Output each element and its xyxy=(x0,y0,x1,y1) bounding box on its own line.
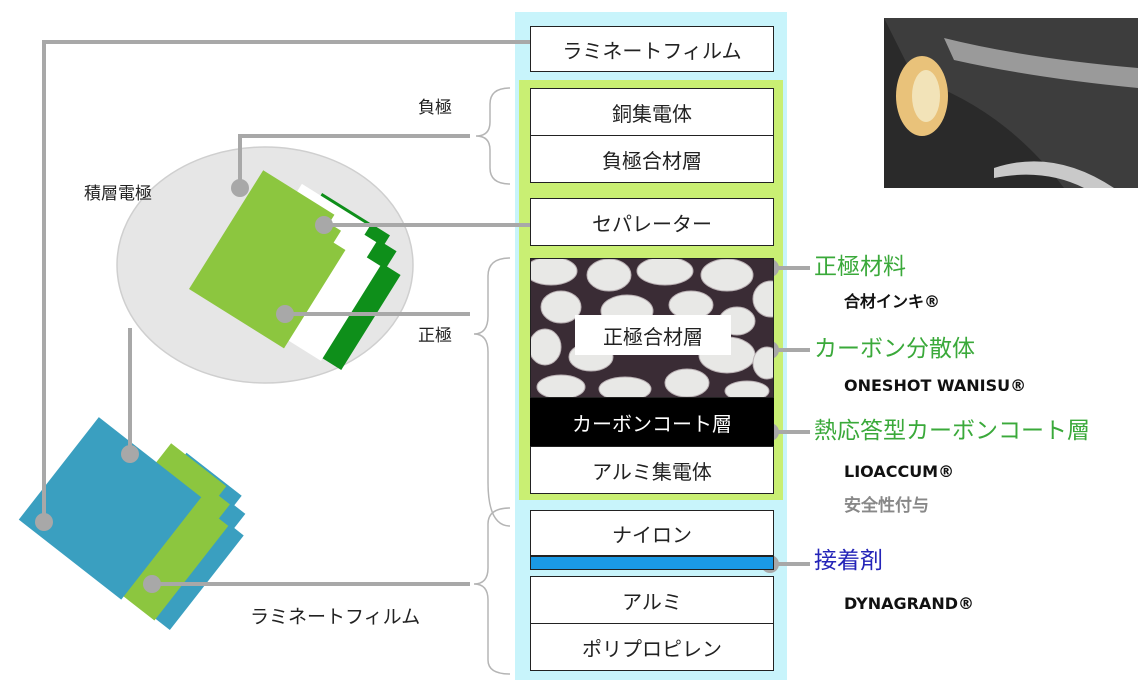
top-laminate-label: ラミネートフィルム xyxy=(562,38,742,63)
laminate-film-label: ラミネートフィルム xyxy=(250,606,421,628)
callout-adhesive-product: DYNAGRAND® xyxy=(844,594,974,613)
al-collector-box: アルミ集電体 xyxy=(530,446,774,494)
carbon-coat-label: カーボンコート層 xyxy=(572,411,732,436)
stacked-electrode-graphic xyxy=(189,170,401,370)
separator-box: セパレーター xyxy=(530,198,774,246)
nylon-box: ナイロン xyxy=(530,510,774,556)
aluminum-box: アルミ xyxy=(530,576,774,624)
nylon-label: ナイロン xyxy=(612,522,692,547)
copper-collector-label: 銅集電体 xyxy=(612,101,692,126)
adhesive-bar xyxy=(530,556,774,570)
neg-material-label: 負極合材層 xyxy=(602,148,702,173)
electrode-roll-photo xyxy=(884,18,1138,188)
aluminum-label: アルミ xyxy=(622,589,682,614)
callout-thermal-carbon-title: 熱応答型カーボンコート層 xyxy=(814,418,1090,444)
pos-material-label-plate: 正極合材層 xyxy=(575,315,731,355)
callout-carbon-dispersion-product: ONESHOT WANISU® xyxy=(844,376,1027,395)
callout-adhesive-title: 接着剤 xyxy=(814,548,883,574)
brace-lines xyxy=(473,87,511,675)
carbon-coat-box: カーボンコート層 xyxy=(530,398,774,446)
neg-material-box: 負極合材層 xyxy=(530,135,774,183)
pos-material-box: 正極合材層 xyxy=(530,258,774,398)
al-collector-label: アルミ集電体 xyxy=(592,459,712,484)
callout-thermal-carbon-product: LIOACCUM® xyxy=(844,462,955,481)
laminate-pouch-graphic xyxy=(18,417,246,631)
pos-material-label: 正極合材層 xyxy=(603,324,703,349)
polypropylene-label: ポリプロピレン xyxy=(582,636,722,661)
separator-label: セパレーター xyxy=(592,211,712,236)
roll-graphic xyxy=(884,18,1138,188)
stacked-electrode-label: 積層電極 xyxy=(84,184,152,204)
copper-collector-box: 銅集電体 xyxy=(530,88,774,136)
polypropylene-box: ポリプロピレン xyxy=(530,623,774,671)
negative-label: 負極 xyxy=(418,98,452,118)
top-laminate-box: ラミネートフィルム xyxy=(530,26,774,72)
callout-thermal-carbon-note: 安全性付与 xyxy=(844,496,929,516)
callout-carbon-dispersion-title: カーボン分散体 xyxy=(814,336,975,362)
callout-cathode-material-product: 合材インキ® xyxy=(844,292,941,311)
positive-label: 正極 xyxy=(418,326,452,346)
callout-cathode-material-title: 正極材料 xyxy=(814,254,906,280)
